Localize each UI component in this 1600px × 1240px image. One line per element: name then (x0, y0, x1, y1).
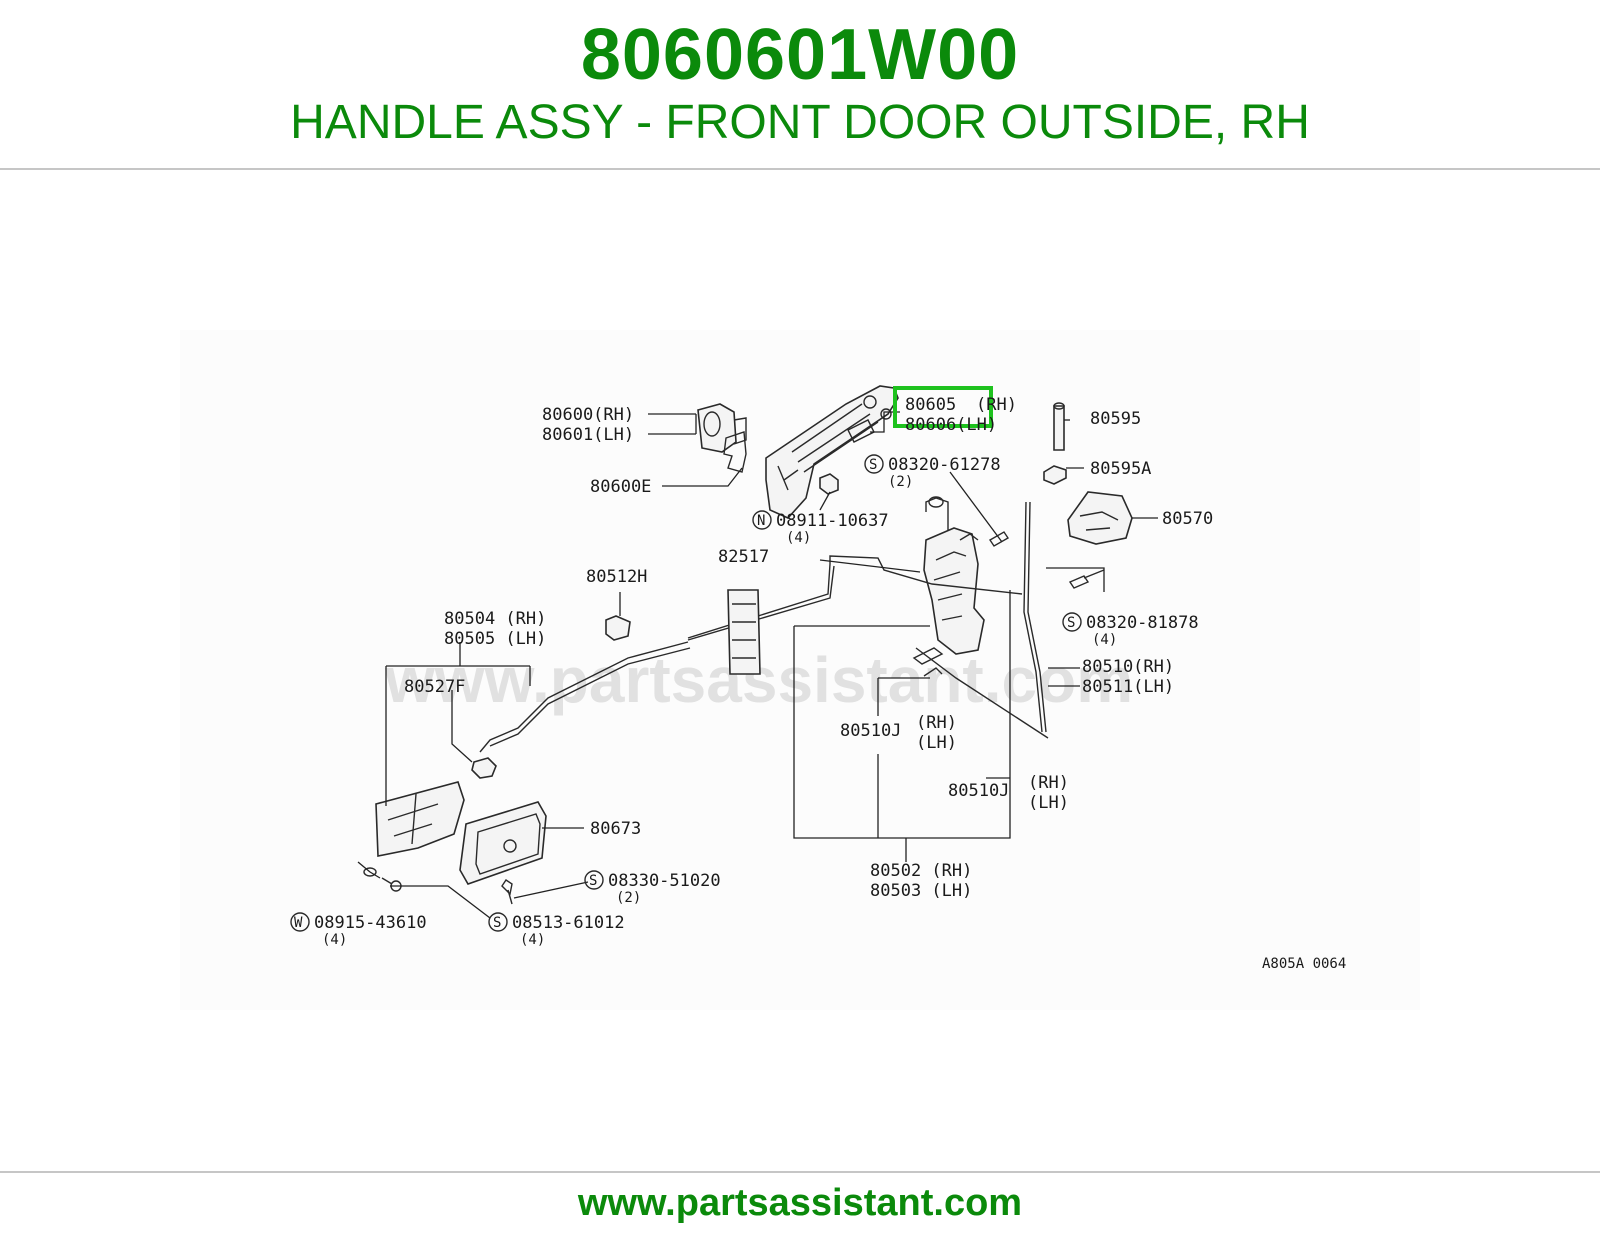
part-80504-inside-handle[interactable] (375, 781, 465, 857)
label-08513-61012-qty: (4) (520, 932, 545, 948)
symbol-s-circle (864, 454, 884, 474)
leader-lines (357, 411, 1158, 919)
part-80600E-clip[interactable] (723, 431, 747, 473)
part-80595A-clip[interactable] (1043, 465, 1067, 485)
label-08320-81878-qty: (4) (1092, 632, 1117, 648)
label-80511[interactable]: 80511(LH) (1082, 677, 1174, 697)
part-08911-nut[interactable] (819, 473, 839, 495)
rod-80510 (1023, 501, 1047, 733)
part-80673-escutcheon[interactable] (459, 801, 547, 885)
label-80595A[interactable]: 80595A (1090, 459, 1151, 479)
label-08513-61012[interactable]: 08513-61012 (512, 913, 625, 933)
label-80570[interactable]: 80570 (1162, 509, 1213, 529)
label-08911-10637-qty: (4) (786, 530, 811, 546)
part-80600-cylinder[interactable] (697, 403, 747, 453)
label-80673[interactable]: 80673 (590, 819, 641, 839)
label-08320-81878[interactable]: 08320-81878 (1086, 613, 1199, 633)
part-80527F-clip[interactable] (471, 757, 497, 779)
part-80510J-link[interactable] (912, 647, 944, 677)
symbol-s-4: S (493, 915, 501, 931)
symbol-s-2: S (1067, 615, 1075, 631)
label-80510[interactable]: 80510(RH) (1082, 657, 1174, 677)
label-80503[interactable]: 80503 (LH) (870, 881, 972, 901)
symbol-n: N (757, 513, 765, 529)
label-08911-10637[interactable]: 08911-10637 (776, 511, 889, 531)
part-latch-assembly[interactable] (923, 496, 985, 655)
label-80606[interactable]: 80606(LH) (905, 415, 997, 435)
highlight-box-80605[interactable] (893, 386, 993, 428)
label-80601[interactable]: 80601(LH) (542, 425, 634, 445)
footer-site-link[interactable]: www.partsassistant.com (577, 1182, 1023, 1224)
label-80527F[interactable]: 80527F (404, 677, 465, 697)
label-80510J-b-rh: (RH) (1028, 773, 1069, 793)
label-80605[interactable]: 80605 (905, 395, 956, 415)
part-title: HANDLE ASSY - FRONT DOOR OUTSIDE, RH (290, 96, 1310, 149)
symbol-s-circle-2 (1062, 612, 1082, 632)
part-number: 8060601W00 (580, 15, 1020, 95)
label-80505[interactable]: 80505 (LH) (444, 629, 546, 649)
part-08320-61278-screw[interactable] (989, 531, 1009, 547)
header-divider (0, 168, 1600, 170)
label-80595[interactable]: 80595 (1090, 409, 1141, 429)
label-08330-51020[interactable]: 08330-51020 (608, 871, 721, 891)
diagram-ref-code: A805A 0064 (1262, 956, 1346, 972)
label-08915-43610-qty: (4) (322, 932, 347, 948)
label-80605-rh: (RH) (976, 395, 1017, 415)
symbol-s: S (869, 457, 877, 473)
label-80510J-b-lh: (LH) (1028, 793, 1069, 813)
label-08915-43610[interactable]: 08915-43610 (314, 913, 427, 933)
label-80510J-b[interactable]: 80510J (948, 781, 1009, 801)
rod-80510J-lower (915, 647, 1049, 739)
label-08330-51020-qty: (2) (616, 890, 641, 906)
part-80512H-clip[interactable] (605, 615, 631, 641)
rod-80527F (479, 641, 691, 753)
symbol-s-3: S (589, 873, 597, 889)
label-08320-61278-qty: (2) (888, 474, 913, 490)
label-80600[interactable]: 80600(RH) (542, 405, 634, 425)
label-80512H[interactable]: 80512H (586, 567, 647, 587)
label-80510J-a-rh: (RH) (916, 713, 957, 733)
part-08915-43610-washer[interactable] (363, 867, 377, 877)
part-82517-pad[interactable] (727, 589, 761, 675)
label-80510J-a[interactable]: 80510J (840, 721, 901, 741)
symbol-s-circle-3 (584, 870, 604, 890)
part-08320-81878-screw[interactable] (1068, 569, 1105, 589)
label-80510J-a-lh: (LH) (916, 733, 957, 753)
symbol-n-circle (752, 510, 772, 530)
part-80570-bracket[interactable] (1067, 491, 1133, 545)
label-80600E[interactable]: 80600E (590, 477, 651, 497)
label-80504[interactable]: 80504 (RH) (444, 609, 546, 629)
rod-82517-to-latch (829, 555, 1023, 595)
label-80502[interactable]: 80502 (RH) (870, 861, 972, 881)
symbol-s-circle-4 (488, 912, 508, 932)
parts-diagram: www.partsassistant.com (180, 330, 1420, 1010)
page-header: 8060601W00 HANDLE ASSY - FRONT DOOR OUTS… (0, 0, 1600, 170)
label-08320-61278[interactable]: 08320-61278 (888, 455, 1001, 475)
symbol-w-circle (290, 912, 310, 932)
footer-divider (0, 1171, 1600, 1173)
parts-diagram-svg: www.partsassistant.com (180, 330, 1420, 1010)
label-82517[interactable]: 82517 (718, 547, 769, 567)
part-08330-51020-screw[interactable] (501, 879, 513, 905)
symbol-w: W (294, 915, 303, 931)
part-80595-rod[interactable] (1053, 402, 1065, 451)
